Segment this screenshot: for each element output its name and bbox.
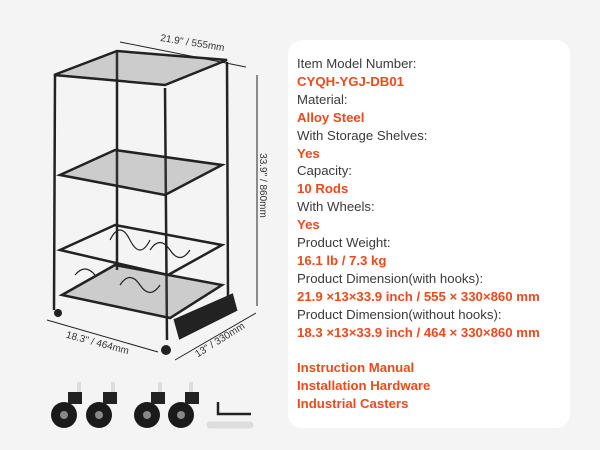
cart-frame bbox=[52, 49, 238, 341]
spec-label-weight: Product Weight: bbox=[297, 235, 391, 251]
spec-value-material: Alloy Steel bbox=[297, 109, 365, 125]
product-image-rolling-rod-cart bbox=[46, 41, 258, 429]
spec-value-wheels: Yes bbox=[297, 217, 320, 233]
dimension-height-label: 33.9" / 860mm bbox=[256, 153, 268, 218]
spec-value-capacity: 10 Rods bbox=[297, 181, 349, 197]
casters-mounted bbox=[54, 301, 226, 355]
spec-value-weight: 16.1 lb / 7.3 kg bbox=[297, 252, 387, 268]
spec-value-dim-hooks: 21.9 ×13×33.9 inch / 555 × 330×860 mm bbox=[297, 288, 540, 304]
spec-label-material: Material: bbox=[297, 91, 348, 107]
spec-label-dim-no-hooks: Product Dimension(without hooks): bbox=[297, 306, 502, 322]
spec-value-shelves: Yes bbox=[297, 145, 320, 161]
included-item: Installation Hardware bbox=[297, 378, 431, 394]
spec-list: Item Model Number: CYQH-YGJ-DB01 Materia… bbox=[297, 55, 540, 413]
spec-label-model: Item Model Number: bbox=[297, 56, 417, 71]
spec-label-dim-hooks: Product Dimension(with hooks): bbox=[297, 270, 484, 286]
scroll-decoration bbox=[74, 229, 191, 294]
spec-card bbox=[288, 40, 570, 428]
spec-label-shelves: With Storage Shelves: bbox=[297, 127, 428, 143]
spec-value-dim-no-hooks: 18.3 ×13×33.9 inch / 464 × 330×860 mm bbox=[297, 324, 540, 340]
spec-label-wheels: With Wheels: bbox=[297, 199, 375, 215]
dimension-arrows bbox=[46, 41, 258, 361]
hex-key-icon bbox=[216, 402, 251, 416]
included-item: Industrial Casters bbox=[297, 396, 409, 412]
included-casters bbox=[51, 382, 199, 428]
spec-value-model: CYQH-YGJ-DB01 bbox=[297, 73, 404, 89]
included-item: Instruction Manual bbox=[297, 360, 415, 376]
spec-label-capacity: Capacity: bbox=[297, 163, 352, 179]
